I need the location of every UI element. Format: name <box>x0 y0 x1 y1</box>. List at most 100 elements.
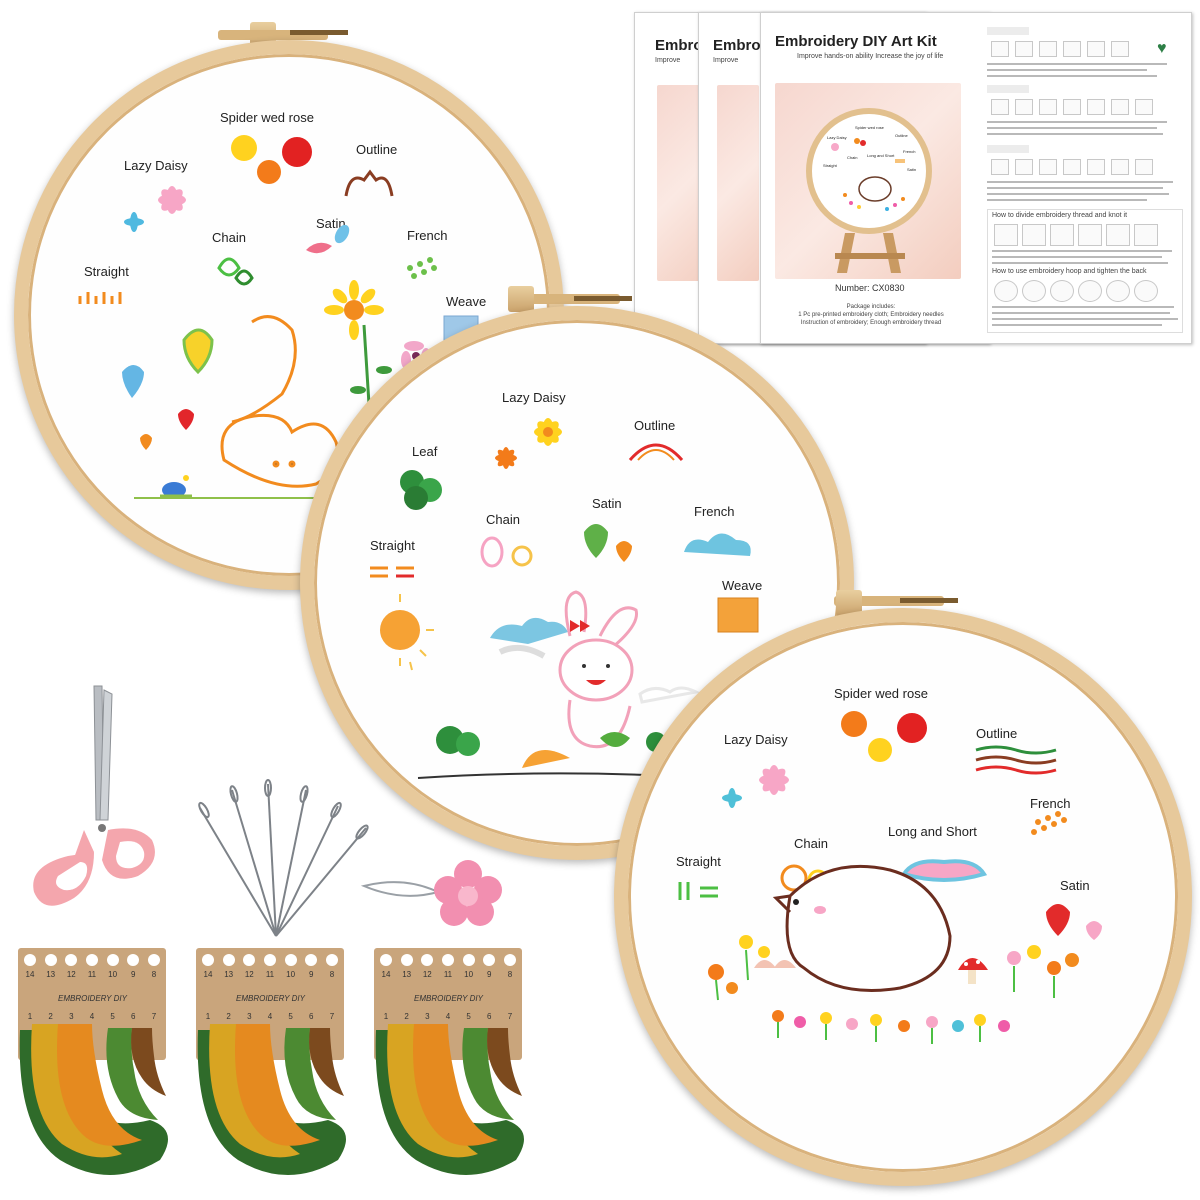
lazy-daisy-flower-icon <box>158 186 186 214</box>
sheet-step-image <box>1063 41 1081 57</box>
sheet-mini-label: Lazy Daisy <box>827 135 847 140</box>
hoop3-label-chain: Chain <box>794 836 828 851</box>
heart-blue-icon <box>122 365 144 398</box>
hoop2-screw-pin <box>574 296 632 301</box>
hoop1-label-spider: Spider wed rose <box>220 110 314 125</box>
cat-outline-icon <box>220 315 340 488</box>
sheet-step-image <box>1111 41 1129 57</box>
sheet-step-text <box>987 121 1167 123</box>
sheet-step-header <box>987 145 1029 153</box>
sheet-step-image <box>1111 159 1129 175</box>
card-top-holes <box>24 954 160 966</box>
sheet-step-image <box>1039 99 1057 115</box>
hoop2-screw <box>508 286 534 312</box>
satin-heart-icon <box>1086 921 1102 940</box>
thread-skeins <box>19 1024 168 1175</box>
sheet-step-text <box>992 312 1170 314</box>
sheet-step-image <box>1015 99 1033 115</box>
sheet-step2-title: How to use embroidery hoop and tighten t… <box>992 268 1147 275</box>
sheet-step-image <box>1087 41 1105 57</box>
sheet-step-image <box>1022 224 1046 246</box>
sheet-step-image <box>1050 224 1074 246</box>
sheet-mini-label: Chain <box>847 155 857 160</box>
card-top-holes <box>380 954 516 966</box>
heart-yellow-icon <box>182 328 214 375</box>
satin-heart-icon <box>1046 904 1070 936</box>
outline-arc-icon <box>637 449 675 461</box>
sheet-steps-column: ♥ How to divide embroidery thread and kn… <box>987 27 1183 337</box>
sheet-step-image <box>1039 41 1057 57</box>
sheet-step-image <box>1063 99 1081 115</box>
sheet-step-image <box>1106 224 1130 246</box>
spider-rose-icon <box>231 135 312 184</box>
sheet-package-line2: Instruction of embroidery; Enough embroi… <box>800 320 942 326</box>
sheet-title: Embroidery DIY Art Kit <box>775 33 937 50</box>
sheet-step-image <box>991 41 1009 57</box>
sheet-step-image <box>1022 280 1046 302</box>
hoop1-label-chain: Chain <box>212 230 246 245</box>
hoop2-label-chain: Chain <box>486 512 520 527</box>
sheet-number: Number: CX0830 <box>835 283 905 293</box>
french-knot-dots <box>1031 811 1067 835</box>
sheet-step-image <box>994 224 1018 246</box>
bunny-eye <box>606 664 610 668</box>
sheet-step-text <box>987 127 1157 129</box>
sheet-package-title: Package includes: <box>846 304 896 310</box>
sheet-step-image <box>1078 280 1102 302</box>
hoop3-label-french: French <box>1030 796 1071 811</box>
sheet-step-text <box>987 75 1157 77</box>
sheet-product-photo: Lazy Daisy Spider wed rose Outline Strai… <box>775 83 961 279</box>
hoop1-fabric: Spider wed rose Lazy Daisy Outline Satin… <box>14 40 564 590</box>
hoop1-screw-bar <box>218 30 328 40</box>
sheet-step-header <box>987 27 1029 35</box>
sheet-step1-section: How to divide embroidery thread and knot… <box>987 209 1183 333</box>
instruction-sheet-front: Embroidery DIY Art Kit Improve hands-on … <box>760 12 1192 344</box>
sheet-mini-label: Outline <box>895 133 908 138</box>
hedgehog-eye <box>793 899 799 905</box>
sheet-mini-label: Spider wed rose <box>855 125 885 130</box>
sheet-step-text <box>992 262 1168 264</box>
card-top-holes <box>202 954 338 966</box>
sheet-step-header <box>987 85 1029 93</box>
satin-leaf-icon <box>334 224 350 244</box>
hoop2-fabric: Lazy Daisy Outline Leaf Satin Chain Fren… <box>300 306 854 860</box>
thread-skeins <box>375 1024 524 1175</box>
cloud-icon <box>498 644 546 659</box>
sheet-back-subtitle: Improve <box>655 57 681 64</box>
sheet-step-text <box>992 318 1178 320</box>
hoop3-embroidery <box>678 711 1102 1044</box>
hoop3-label-straight: Straight <box>676 854 721 869</box>
long-short-patch <box>900 859 988 882</box>
sheet-step-text <box>992 306 1174 308</box>
leaf-bush-icon <box>400 470 442 510</box>
sheet-step-image <box>1015 41 1033 57</box>
french-cloud-icon <box>684 533 751 556</box>
needle-threader-icon <box>360 860 502 926</box>
hoop2-label-outline: Outline <box>634 418 676 433</box>
hoop3-fabric: Spider wed rose Lazy Daisy Outline Frenc… <box>614 608 1192 1186</box>
flower-row <box>708 935 1079 1044</box>
needles-icon <box>198 779 369 937</box>
hoop3-screw-bar <box>834 596 944 606</box>
hoop3-label-outline: Outline <box>976 726 1018 741</box>
bunny-bow-icon <box>570 620 590 632</box>
sheet-step-image <box>991 99 1009 115</box>
sheet-package-line1: 1 Pc pre-printed embroidery cloth; Embro… <box>798 312 944 318</box>
spider-rose-icon <box>841 711 927 762</box>
french-cloud-icon <box>638 686 701 704</box>
sheet-mini-label: French <box>903 149 915 154</box>
straight-stitches <box>78 292 122 304</box>
chain-heart-icon <box>234 269 254 286</box>
leaf-icon <box>600 732 630 747</box>
hoop2-label-leaf: Leaf <box>412 444 438 459</box>
heart-orange-icon <box>140 434 152 450</box>
chain-oval-icon <box>511 545 533 567</box>
heart-red-icon <box>178 409 194 430</box>
bunny-outline-icon <box>558 590 639 749</box>
sheet-step-image <box>1111 99 1129 115</box>
